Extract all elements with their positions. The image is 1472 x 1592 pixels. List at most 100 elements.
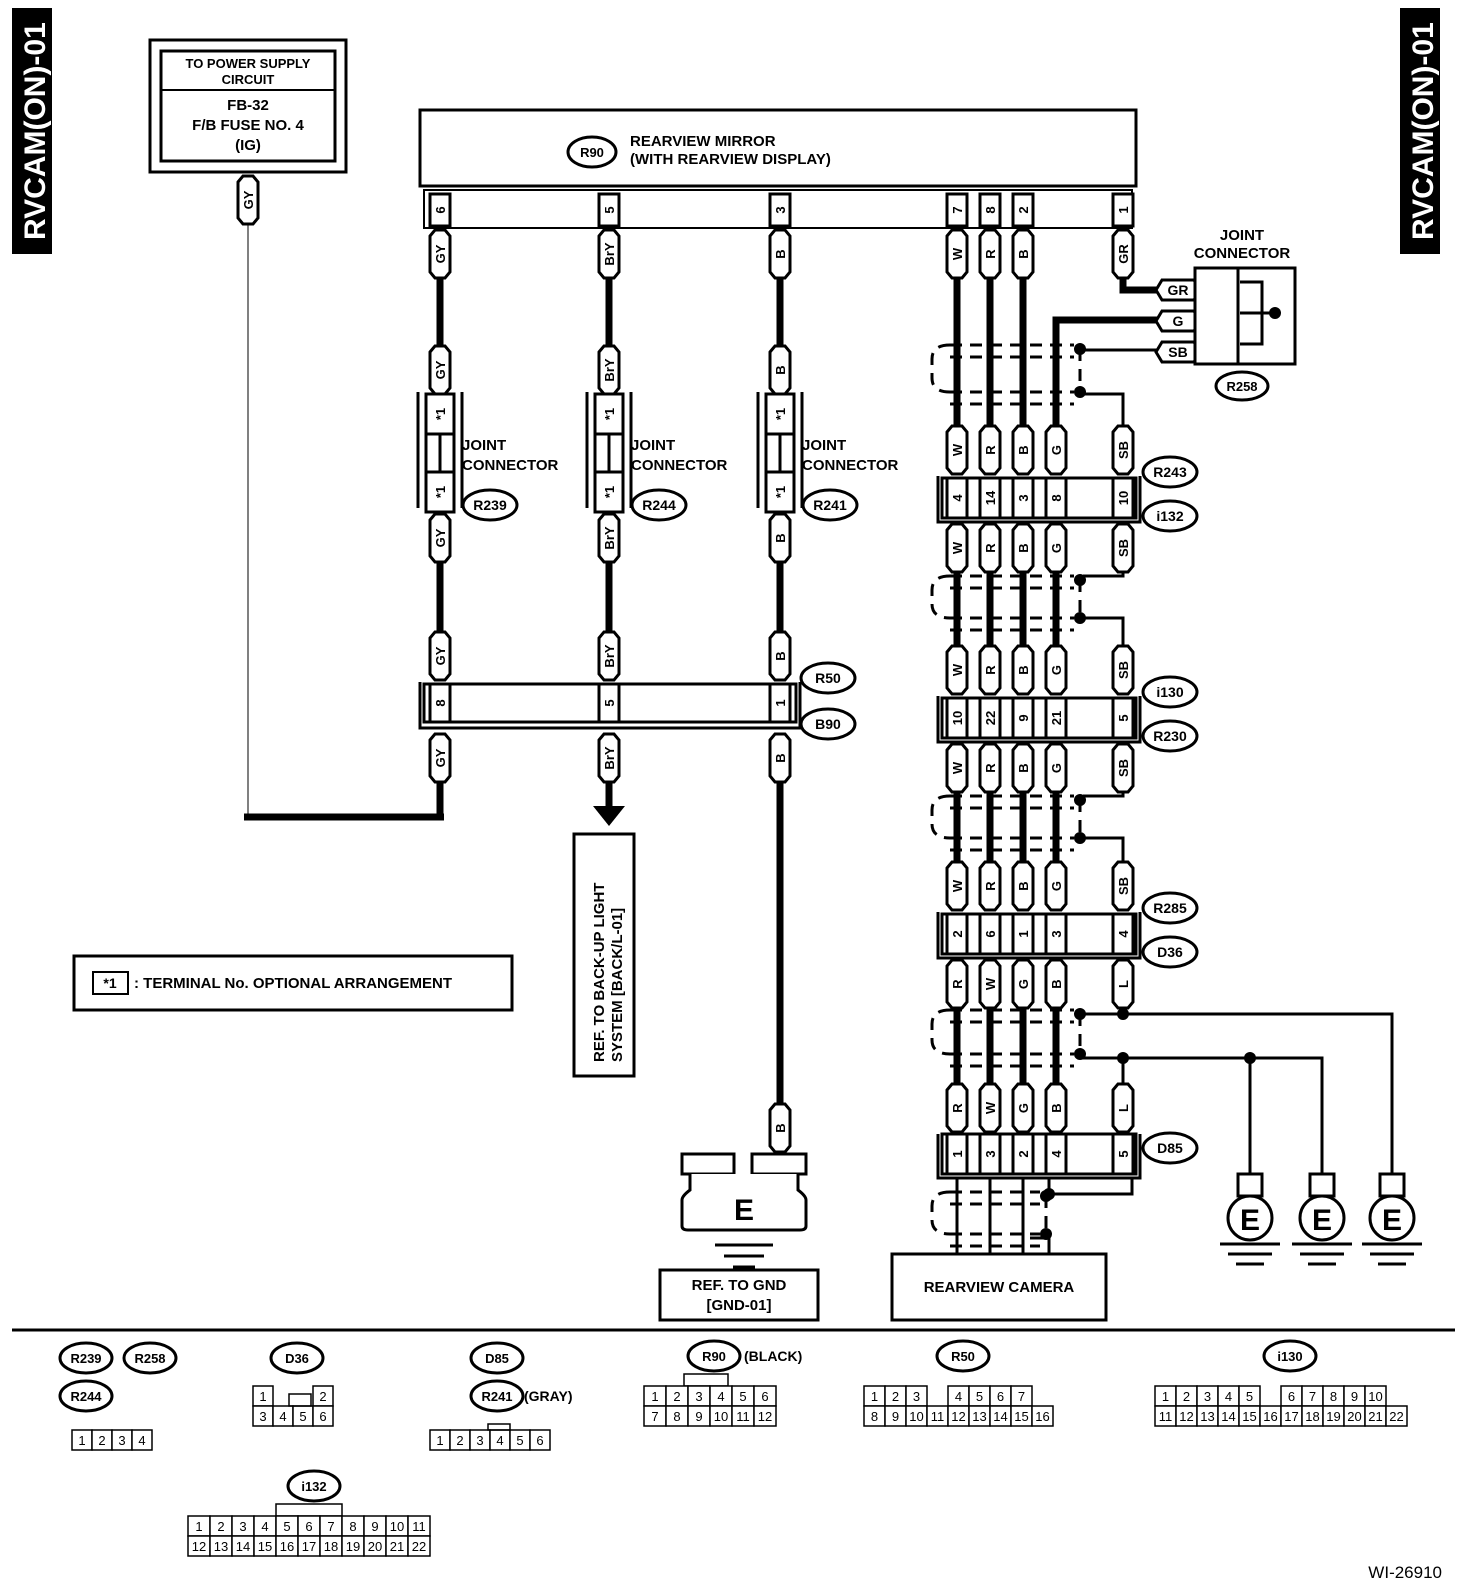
view-r90-top-pin: 3 — [695, 1389, 702, 1404]
i130-r230-bottom-tag-4: SB — [1111, 742, 1135, 794]
view-d36-top-pin: 1 — [259, 1389, 266, 1404]
tag-shape — [1044, 522, 1068, 574]
view-i132-bot-pin: 16 — [280, 1539, 294, 1554]
shield-outline — [930, 794, 951, 840]
view-id: R239 — [70, 1351, 101, 1366]
fuse-code: FB-32 — [227, 97, 269, 114]
wire-color-label: B — [1016, 763, 1031, 772]
view-id: R258 — [134, 1351, 165, 1366]
pin-box — [1111, 1132, 1135, 1176]
d85-pin-1: 1 — [945, 1132, 969, 1176]
wire-color-label: B — [773, 533, 788, 542]
shield-outline — [930, 574, 951, 620]
wire-color-label: B — [1016, 881, 1031, 890]
i130-r230-pin-10: 10 — [945, 696, 969, 740]
view-6pin-pin: 3 — [476, 1433, 483, 1448]
tag-shape — [1111, 742, 1135, 794]
tag-shape — [978, 522, 1002, 574]
pin-number: 1 — [1116, 206, 1131, 213]
tag-shape — [1011, 860, 1035, 912]
wire-color-label: B — [773, 753, 788, 762]
connector-oval — [1141, 891, 1199, 925]
wire-color-label: B — [1049, 979, 1064, 988]
wire-color-label: B — [1016, 445, 1031, 454]
r90-pin-8: 8 — [978, 192, 1002, 228]
b90-bottom-tag-0: GY — [428, 732, 452, 784]
pin-box — [945, 192, 969, 228]
connector-R285: R285 — [1141, 891, 1199, 925]
view-6pin-pin: 5 — [516, 1433, 523, 1448]
view-i130-top-pin: 2 — [1183, 1389, 1190, 1404]
i130-r230-top-tag-4: SB — [1111, 644, 1135, 696]
view-id: i130 — [1277, 1349, 1302, 1364]
view-i130-bot-pin: 18 — [1305, 1409, 1319, 1424]
r258-wire-tag-SB: SB — [1154, 340, 1202, 364]
ground-circle — [1368, 1194, 1416, 1242]
d85-top-tag-3: B — [1044, 1082, 1068, 1134]
joint-terminal-bottom — [593, 470, 625, 514]
junction-dot — [1117, 1052, 1129, 1064]
view-r50-bot-pin: 14 — [993, 1409, 1007, 1424]
i130-r230-pin-21: 21 — [1044, 696, 1068, 740]
joint-id-R241: R241 — [801, 488, 859, 522]
tag-shape — [768, 1102, 792, 1154]
r90-wire-tag-8: R — [978, 228, 1002, 280]
wire-sb-drop — [1083, 392, 1125, 426]
view-i132-top-pin: 2 — [217, 1519, 224, 1534]
view-i132-bot-pin: 19 — [346, 1539, 360, 1554]
view-id-r241: R241 — [469, 1379, 525, 1413]
view-r50-top-pin: 7 — [1018, 1389, 1025, 1404]
view-i130-bot-pin: 11 — [1159, 1409, 1173, 1424]
pin-number: 5 — [1116, 714, 1131, 721]
junction-dot — [1117, 1008, 1129, 1020]
view-r90-note: (BLACK) — [744, 1348, 802, 1364]
r243-i132-bracket — [936, 476, 1142, 524]
ground-e-1: E — [1220, 1172, 1280, 1266]
r90-pin-1: 1 — [1111, 192, 1135, 228]
pin-number: 8 — [983, 206, 998, 213]
r258-label-1: JOINT — [1220, 227, 1264, 244]
view-i130-bot-pin: 15 — [1242, 1409, 1256, 1424]
i130-r230-bracket — [936, 696, 1142, 744]
view-id-d36: D36 — [269, 1341, 325, 1375]
r285-d36-bottom-tag-0: R — [945, 958, 969, 1010]
d85-pin-2: 2 — [1011, 1132, 1035, 1176]
r90-pin-6: 6 — [428, 192, 452, 228]
shield-outline — [930, 343, 951, 394]
view-oval — [686, 1339, 742, 1373]
r285-d36-top-tag-1: R — [978, 860, 1002, 912]
r285-d36-pin-1: 1 — [1011, 912, 1035, 956]
r243-i132-bottom-tag-0: W — [945, 522, 969, 574]
d85-bracket — [936, 1134, 1142, 1180]
wire-color-label: G — [1049, 445, 1064, 455]
tag-shape — [428, 630, 452, 682]
pin-box — [945, 1132, 969, 1176]
r90-wire-tag-2: B — [1011, 228, 1035, 280]
joint-top-tag-R239: GY — [428, 344, 452, 396]
connector-i132: i132 — [1141, 499, 1199, 533]
view-d36-bot-pin: 3 — [259, 1409, 266, 1424]
tag-shape — [1111, 424, 1135, 476]
i130-r230-top-tag-1: R — [978, 644, 1002, 696]
tag-shape — [1044, 742, 1068, 794]
wire-color-label: BrY — [602, 526, 617, 549]
wire-color-label: L — [1116, 1104, 1131, 1112]
wire-color-label: B — [1016, 249, 1031, 258]
joint-bracket — [756, 392, 804, 508]
wire-color-label: GY — [433, 360, 448, 379]
i130-r230-pin-9: 9 — [1011, 696, 1035, 740]
r285-d36-pin-2: 2 — [945, 912, 969, 956]
connector-d85: D85 — [1141, 1131, 1199, 1165]
view-oval — [58, 1341, 114, 1375]
tag-shape — [768, 228, 792, 280]
page-code-tab-left: RVCAM(ON)-01 — [12, 8, 52, 254]
view-i130-bot-pin: 19 — [1326, 1409, 1340, 1424]
tag-shape — [945, 522, 969, 574]
view-i132-bot-pin: 18 — [324, 1539, 338, 1554]
shield-outline — [930, 1190, 951, 1236]
joint-top-tag-R241: B — [768, 344, 792, 396]
view-i132-bot-pin: 15 — [258, 1539, 272, 1554]
joint-label-2: CONNECTOR — [631, 457, 728, 474]
view-4pin-pin: 3 — [118, 1433, 125, 1448]
view-id-r239: R239 — [58, 1341, 114, 1375]
